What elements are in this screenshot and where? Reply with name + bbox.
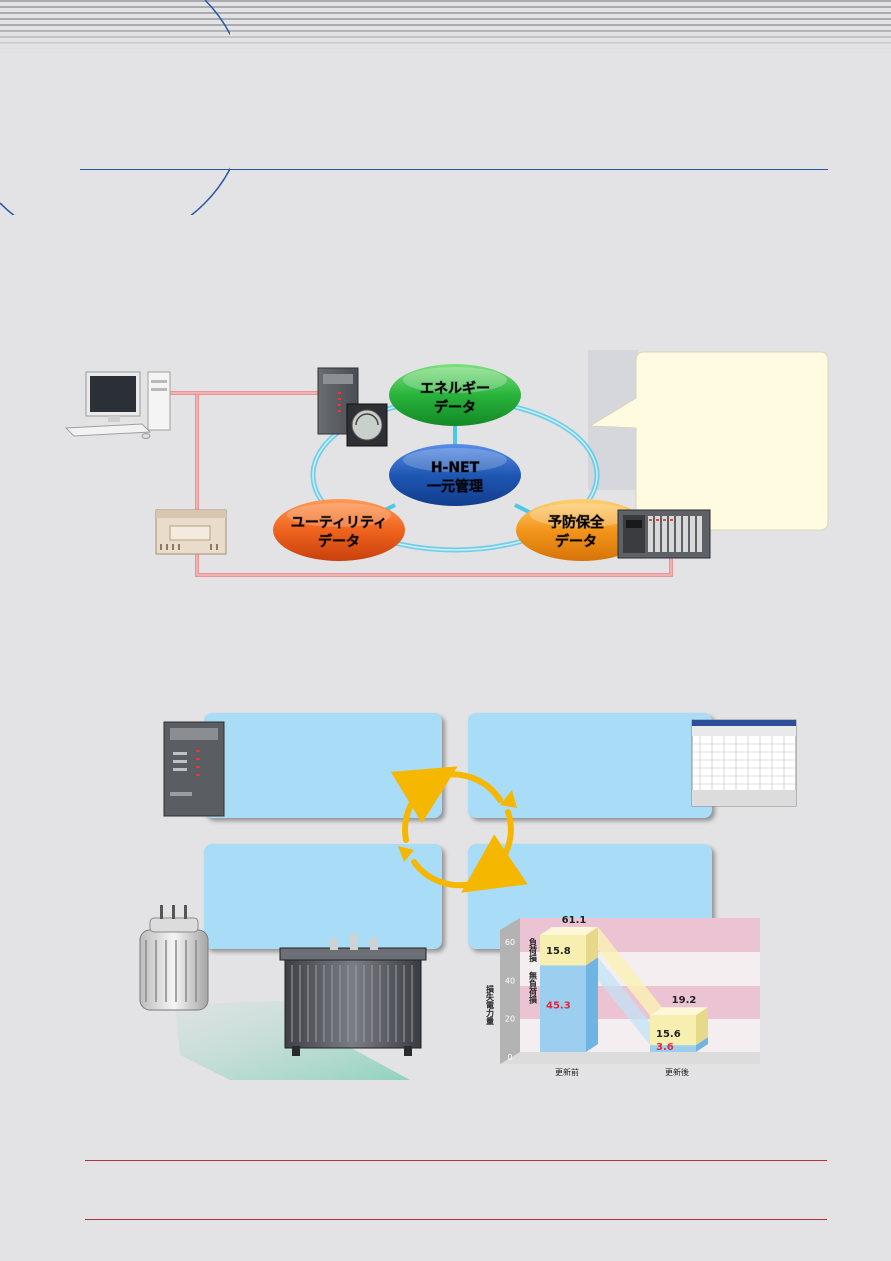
cycle-arrowheads xyxy=(398,774,517,890)
bar-top xyxy=(650,1007,708,1016)
y-tick-label: 0 xyxy=(507,1053,512,1062)
computer-icon xyxy=(64,371,171,439)
ylabel-text: 損失電力量 xyxy=(485,984,495,1026)
monitor-unit-icon xyxy=(617,509,711,559)
bar-noload xyxy=(650,1045,696,1052)
hnet-cabinet-icon xyxy=(163,721,225,817)
category-label: 更新前 xyxy=(555,1067,579,1077)
bar-load xyxy=(540,935,586,966)
energy-label-1: エネルギー xyxy=(420,380,490,397)
bar-noload-side xyxy=(586,957,598,1052)
footer-rule-top xyxy=(85,1160,827,1161)
series-label-load: 負荷損 xyxy=(529,937,538,963)
old-transformer-icon xyxy=(139,905,209,1011)
value-label-load: 15.8 xyxy=(546,946,571,957)
plc-icon xyxy=(155,509,227,555)
hnet-label-2: 一元管理 xyxy=(427,478,483,495)
value-label-noload: 3.6 xyxy=(656,1042,674,1053)
cycle-arrows xyxy=(390,766,528,893)
value-label-load: 15.6 xyxy=(656,1029,681,1040)
energy-label-2: データ xyxy=(434,399,476,416)
y-axis-wall xyxy=(500,918,520,1064)
y-tick-label: 40 xyxy=(505,976,515,985)
header-stripes-fade xyxy=(0,0,891,50)
y-tick-label: 60 xyxy=(505,938,515,947)
load-ribbon xyxy=(586,927,662,1016)
panel-bottom-left xyxy=(204,844,442,949)
y-tick-label: 20 xyxy=(505,1015,515,1024)
network-links-highlight xyxy=(170,392,672,576)
series-label-noload: 無負荷損 xyxy=(529,970,538,1004)
value-label-total: 61.1 xyxy=(562,915,587,926)
header-arc xyxy=(0,0,230,215)
category-label: 更新後 xyxy=(665,1067,689,1077)
bar-load-side xyxy=(586,927,598,966)
utility-data-bubble xyxy=(273,499,405,561)
hnet-bubble xyxy=(389,444,521,506)
footer-rule-bottom xyxy=(85,1219,827,1220)
utility-label-2: データ xyxy=(318,533,360,550)
energy-meter-icon xyxy=(317,367,388,447)
maintenance-label-2: データ xyxy=(555,533,597,550)
loss-chart: 0 20 40 60 15.8 45.3 61.1 更新前 15.6 3.6 19.2 更新後 負荷損… xyxy=(500,915,760,1077)
utility-label-1: ユーティリティ xyxy=(291,515,387,531)
value-label-noload: 45.3 xyxy=(546,1001,571,1012)
energy-data-bubble xyxy=(389,364,521,426)
noload-ribbon xyxy=(586,957,662,1046)
hnet-label-1: H-NET xyxy=(431,460,480,476)
bar-load-side xyxy=(696,1007,708,1046)
bar-top xyxy=(540,927,598,936)
maintenance-data-bubble xyxy=(516,499,648,561)
bar-noload xyxy=(540,965,586,1052)
data-spreadsheet-icon xyxy=(691,719,797,807)
new-transformer-icon xyxy=(279,934,427,1056)
header-rule xyxy=(80,169,828,170)
value-label-total: 19.2 xyxy=(672,995,697,1006)
network-diagram: エネルギー データ H-NET 一元管理 ユーティリティ データ 予防保全 デー… xyxy=(64,350,829,577)
maintenance-label-1: 予防保全 xyxy=(548,514,605,531)
cycle-section: 0 20 40 60 15.8 45.3 61.1 更新前 15.6 3.6 19.2 更新後 負荷損… xyxy=(139,719,797,1080)
bar-load xyxy=(650,1015,696,1046)
bar-noload-side xyxy=(696,1037,708,1052)
